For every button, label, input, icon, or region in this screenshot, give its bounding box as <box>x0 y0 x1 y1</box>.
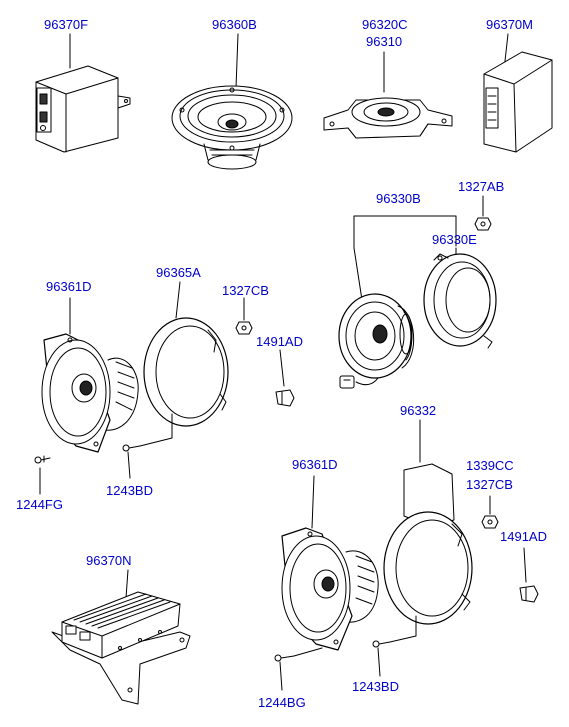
label-96332[interactable]: 96332 <box>400 403 437 418</box>
label-96361D-left[interactable]: 96361D <box>46 279 92 294</box>
leader-line <box>354 248 362 300</box>
label-1244BG[interactable]: 1244BG <box>258 695 306 710</box>
leader-line <box>280 350 284 386</box>
trim-panel-96332[interactable] <box>404 420 454 526</box>
group-bracket <box>354 216 456 248</box>
screw-1244BG[interactable] <box>275 648 322 690</box>
speaker-cover-96365A[interactable] <box>176 282 180 318</box>
clip-1491AD-right[interactable] <box>520 548 538 602</box>
tweeter-bracket-96320C[interactable] <box>324 52 452 138</box>
leader-line <box>280 662 282 690</box>
label-1327CB-left[interactable]: 1327CB <box>222 283 269 298</box>
clip-1491AD-left[interactable] <box>276 350 294 406</box>
label-1243BD-left[interactable]: 1243BD <box>106 483 153 498</box>
label-1327CB-right[interactable]: 1327CB <box>466 477 513 492</box>
label-96365A[interactable]: 96365A <box>156 265 201 280</box>
adapter-ring-96330E[interactable] <box>424 248 496 348</box>
screw-1244FG[interactable] <box>35 456 50 494</box>
nut-1327CB-right[interactable] <box>482 496 498 528</box>
control-module-96370M[interactable] <box>484 34 552 152</box>
leader-line <box>236 34 238 88</box>
label-96370N[interactable]: 96370N <box>86 553 132 568</box>
label-1244FG[interactable]: 1244FG <box>16 497 63 512</box>
nut-1327CB-left[interactable] <box>236 298 252 334</box>
label-96360B[interactable]: 96360B <box>212 17 257 32</box>
label-96370M[interactable]: 96370M <box>486 17 533 32</box>
leader-line <box>176 282 180 318</box>
label-1491AD-right[interactable]: 1491AD <box>500 529 547 544</box>
label-96370F[interactable]: 96370F <box>44 17 89 32</box>
label-96310[interactable]: 96310 <box>366 34 403 49</box>
label-1339CC[interactable]: 1339CC <box>466 458 514 473</box>
leader-line <box>378 648 380 676</box>
leader-line <box>294 648 322 656</box>
label-1327AB[interactable]: 1327AB <box>458 179 505 194</box>
label-96320C[interactable]: 96320C <box>362 17 408 32</box>
oval-speaker-96360B[interactable] <box>172 34 292 169</box>
screw-1243BD-left[interactable] <box>123 414 172 478</box>
leader-line <box>524 548 526 582</box>
label-1243BD-right[interactable]: 1243BD <box>352 679 399 694</box>
leader-line <box>312 476 314 528</box>
leader-line <box>140 414 172 446</box>
leader-line <box>390 616 416 642</box>
nut-1327AB[interactable] <box>475 196 491 230</box>
label-1491AD-left[interactable]: 1491AD <box>256 334 303 349</box>
screw-1243BD-right[interactable] <box>373 616 416 676</box>
label-96330B[interactable]: 96330B <box>376 191 421 206</box>
amplifier-bracket-96370N[interactable] <box>52 570 190 704</box>
door-speaker-96330B[interactable] <box>339 216 456 388</box>
label-96330E[interactable]: 96330E <box>432 232 477 247</box>
label-96361D-right[interactable]: 96361D <box>292 457 338 472</box>
amplifier-box-96370F[interactable] <box>36 34 130 152</box>
leader-line <box>128 452 130 478</box>
leader-line <box>126 570 128 598</box>
door-speaker-96361D-right[interactable] <box>282 476 472 650</box>
door-speaker-96361D-left[interactable] <box>42 298 228 452</box>
